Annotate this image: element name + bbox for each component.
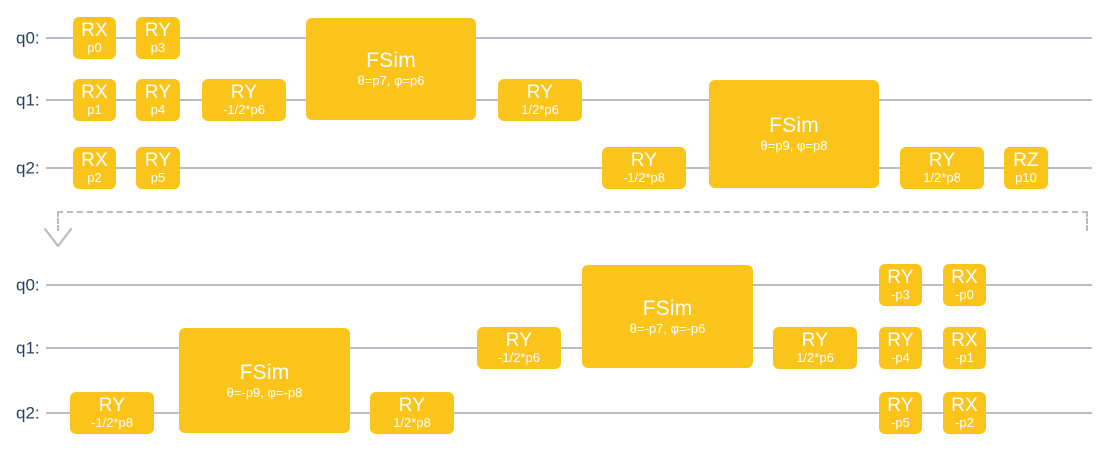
- qubit-wire-q0: [46, 284, 1092, 286]
- qubit-wire-q2: [46, 167, 1092, 169]
- gate-ry-p3[interactable]: RY-p3: [879, 264, 922, 306]
- gate-name: RY: [144, 81, 172, 103]
- gate-name: RY: [144, 19, 172, 41]
- gate-parameter: θ=p9, φ=p8: [760, 138, 828, 154]
- qubit-label-q1: q1:: [16, 90, 40, 110]
- gate-parameter: -p4: [891, 349, 910, 365]
- gate-name: RY: [887, 394, 914, 416]
- gate-parameter: p2: [87, 169, 102, 185]
- gate-parameter: -p1: [955, 349, 974, 365]
- gate-name: RY: [98, 394, 126, 416]
- gate-name: RX: [81, 81, 108, 103]
- gate-parameter: p1: [87, 101, 102, 117]
- gate-rx-p2[interactable]: RX-p2: [943, 392, 986, 434]
- gate-name: RY: [526, 81, 554, 103]
- gate-name: RY: [230, 81, 258, 103]
- qubit-label-q1: q1:: [16, 338, 40, 358]
- gate-parameter: θ=-p9, φ=-p8: [226, 384, 303, 400]
- gate-name: RX: [951, 329, 978, 351]
- gate-parameter: 1/2*p8: [393, 414, 431, 430]
- gate-parameter: -p5: [891, 414, 910, 430]
- gate-parameter: θ=p7, φ=p6: [357, 73, 425, 89]
- gate-ry-p4[interactable]: RY-p4: [879, 327, 922, 369]
- gate-rx-p0[interactable]: RX-p0: [943, 264, 986, 306]
- qubit-wire-q0: [46, 37, 1092, 39]
- gate-name: RY: [505, 329, 533, 351]
- gate-ry-1-2-p6[interactable]: RY-1/2*p6: [477, 327, 561, 369]
- qubit-label-q0: q0:: [16, 275, 40, 295]
- gate-parameter: -p0: [955, 286, 974, 302]
- gate-parameter: p5: [150, 169, 166, 185]
- gate-name: RX: [81, 149, 108, 171]
- qubit-wire-q1: [46, 347, 1092, 349]
- gate-name: FSim: [642, 296, 693, 320]
- gate-name: RZ: [1013, 149, 1039, 171]
- gate-name: RY: [887, 266, 914, 288]
- gate-parameter: -1/2*p6: [498, 349, 540, 365]
- gate-name: RY: [630, 149, 658, 171]
- gate-name: RY: [887, 329, 914, 351]
- gate-name: RY: [801, 329, 829, 351]
- gate-parameter: -p3: [891, 286, 910, 302]
- gate-rx-p1[interactable]: RX-p1: [943, 327, 986, 369]
- gate-name: FSim: [239, 360, 290, 384]
- qubit-label-q0: q0:: [16, 28, 40, 48]
- gate-parameter: -1/2*p6: [223, 101, 265, 117]
- gate-parameter: -1/2*p8: [91, 414, 133, 430]
- qubit-label-q2: q2:: [16, 158, 40, 178]
- gate-name: RX: [81, 19, 108, 41]
- gate-name: FSim: [366, 49, 416, 73]
- gate-ry-1-2-p6[interactable]: RY-1/2*p6: [202, 79, 286, 121]
- gate-parameter: p4: [150, 101, 166, 117]
- gate-name: RY: [144, 149, 172, 171]
- gate-name: RX: [951, 394, 978, 416]
- gate-ry-1-2-p8[interactable]: RY-1/2*p8: [602, 147, 686, 189]
- gate-name: RX: [951, 266, 978, 288]
- gate-ry-p5[interactable]: RY-p5: [879, 392, 922, 434]
- gate-parameter: 1/2*p8: [923, 169, 961, 185]
- qubit-label-q2: q2:: [16, 403, 40, 423]
- gate-name: RY: [928, 149, 956, 171]
- gate-name: FSim: [769, 114, 819, 138]
- gate-parameter: p10: [1015, 169, 1037, 185]
- gate-parameter: -p2: [955, 414, 974, 430]
- circuit-wrap-arrow: [57, 211, 1088, 231]
- gate-parameter: θ=-p7, φ=-p6: [629, 320, 706, 336]
- gate-parameter: -1/2*p8: [623, 169, 665, 185]
- gate-ry-1-2-p8[interactable]: RY-1/2*p8: [70, 392, 154, 434]
- gate-parameter: p0: [87, 39, 102, 55]
- gate-name: RY: [398, 394, 426, 416]
- gate-parameter: 1/2*p6: [796, 349, 834, 365]
- gate-parameter: 1/2*p6: [521, 101, 559, 117]
- gate-parameter: p3: [150, 39, 166, 55]
- qubit-wire-q2: [46, 412, 1092, 414]
